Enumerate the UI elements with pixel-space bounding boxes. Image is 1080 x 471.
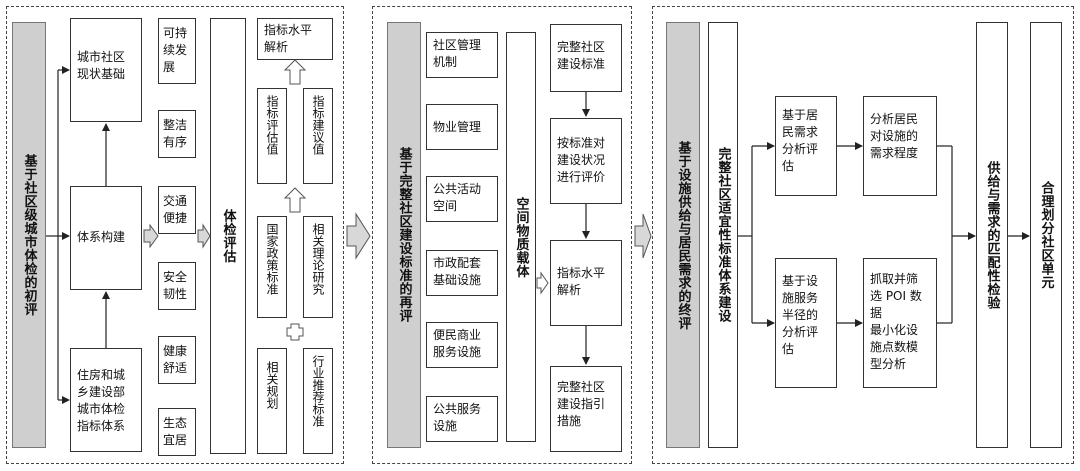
industry-box: 行业推荐标准 — [303, 348, 333, 454]
evaluate-by-standard-box: 按标准对 建设状况 进行评价 — [550, 118, 622, 204]
supply-demand-match-label: 供给与需求的匹配性检验 — [984, 160, 1000, 310]
spatial-carrier-label: 空间物质载体 — [513, 196, 529, 278]
community-unit-box: 合理划分社区单元 — [1030, 22, 1062, 448]
system-build-box: 体系构建 — [70, 186, 142, 290]
index-eval-label: 指标评估值 — [265, 95, 279, 155]
moh-index-box: 住房和城 乡建设部 城市体检 指标体系 — [70, 348, 142, 452]
panel-re-evaluation — [372, 6, 632, 464]
level-analysis-box: 指标水平 解析 — [550, 240, 622, 326]
index-suggest-label: 指标建议值 — [311, 95, 325, 155]
standard-system-box: 完整社区适宜性标准体系建设 — [708, 22, 738, 448]
supply-demand-match-box: 供给与需求的匹配性检验 — [976, 22, 1008, 448]
item-public-space: 公共活动 空间 — [426, 176, 498, 222]
plan-label: 相关规划 — [265, 361, 279, 409]
index-eval-box: 指标评估值 — [257, 88, 287, 184]
service-radius-eval-box: 基于设 施服务 半径的 分析评 估 — [775, 258, 837, 388]
initial-evaluation-label: 基于社区级城市体检的初评 — [21, 154, 37, 316]
resident-demand-eval-box: 基于居 民需求 分析评 估 — [775, 96, 837, 196]
dimension-health: 健康 舒适 — [158, 336, 196, 384]
index-analysis-box: 指标水平 解析 — [257, 18, 333, 60]
dimension-sustainable: 可持 续发 展 — [158, 18, 196, 84]
physical-evaluation-label: 体检评估 — [220, 209, 236, 263]
item-public-services: 公共服务 设施 — [426, 396, 498, 442]
poi-model-box: 抓取并筛 选 POI 数 据 最小化设 施点数模 型分析 — [863, 258, 937, 388]
dimension-transport: 交通 便捷 — [158, 186, 196, 234]
re-evaluation-title: 基于完整社区建设标准的再评 — [387, 22, 421, 448]
plan-box: 相关规划 — [257, 348, 287, 454]
item-municipal-infrastructure: 市政配套 基础设施 — [426, 250, 498, 296]
spatial-carrier-box: 空间物质载体 — [506, 32, 536, 442]
final-evaluation-label: 基于设施供给与居民需求的终评 — [675, 140, 691, 330]
panel-initial-evaluation — [6, 6, 344, 464]
policy-box: 国家政策标准 — [257, 216, 287, 318]
item-community-management: 社区管理 机制 — [426, 32, 498, 78]
dimension-ecology: 生态 宜居 — [158, 408, 196, 456]
theory-label: 相关理论研究 — [311, 223, 325, 295]
standard-system-label: 完整社区适宜性标准体系建设 — [715, 147, 731, 323]
community-base-box: 城市社区 现状基础 — [70, 18, 142, 122]
re-evaluation-label: 基于完整社区建设标准的再评 — [396, 147, 412, 323]
demand-analysis-box: 分析居民 对设施的 需求程度 — [863, 96, 937, 196]
final-evaluation-title: 基于设施供给与居民需求的终评 — [666, 22, 700, 448]
industry-label: 行业推荐标准 — [311, 355, 325, 427]
index-suggest-box: 指标建议值 — [303, 88, 333, 184]
guidance-measures-box: 完整社区 建设指引 措施 — [550, 366, 622, 452]
item-property-management: 物业管理 — [426, 104, 498, 150]
panel-final-evaluation — [652, 6, 1074, 464]
policy-label: 国家政策标准 — [265, 223, 279, 295]
standard-box: 完整社区 建设标准 — [550, 24, 622, 92]
community-unit-label: 合理划分社区单元 — [1038, 181, 1054, 289]
initial-evaluation-title: 基于社区级城市体检的初评 — [12, 22, 46, 448]
physical-evaluation-box: 体检评估 — [210, 18, 246, 454]
dimension-orderly: 整洁 有序 — [158, 110, 196, 158]
dimension-resilience: 安全 韧性 — [158, 262, 196, 310]
theory-box: 相关理论研究 — [303, 216, 333, 318]
item-commercial-services: 便民商业 服务设施 — [426, 322, 498, 368]
